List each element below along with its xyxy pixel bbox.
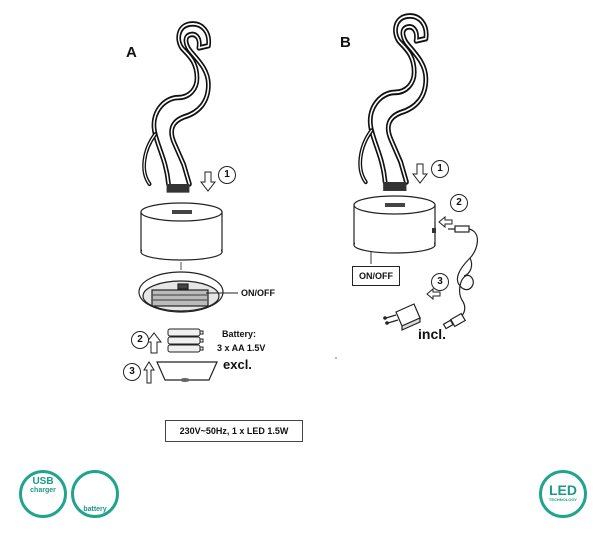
incl-label: incl. bbox=[418, 326, 447, 342]
up-arrow-icon bbox=[145, 332, 163, 354]
up-arrow-icon bbox=[143, 361, 155, 384]
charger-text: charger bbox=[30, 487, 56, 494]
step-2-b: 2 bbox=[450, 194, 468, 212]
plug-adapter-icon bbox=[383, 303, 421, 331]
usb-text: USB bbox=[32, 476, 54, 487]
panel-b-label: B bbox=[340, 34, 351, 51]
left-arrow-icon bbox=[438, 215, 453, 229]
step-3-b: 3 bbox=[431, 273, 449, 291]
led-technology-text: TECHNOLOGY bbox=[548, 497, 578, 502]
battery-compartment bbox=[138, 271, 224, 313]
battery-icon bbox=[167, 328, 204, 353]
battery-cover bbox=[156, 361, 218, 382]
on-off-label-a: ON/OFF bbox=[241, 288, 275, 298]
usb-charger-badge: USB charger bbox=[19, 470, 67, 518]
battery-text: battery bbox=[83, 506, 107, 513]
flamingo-neon-icon bbox=[360, 16, 426, 191]
battery-title: Battery: bbox=[222, 329, 257, 339]
step-3-a: 3 bbox=[123, 363, 141, 381]
base-top-cylinder bbox=[140, 202, 223, 261]
led-badge: LED TECHNOLOGY bbox=[539, 470, 587, 518]
down-arrow-icon bbox=[411, 163, 429, 184]
battery-badge: battery bbox=[71, 470, 119, 518]
step-1-a: 1 bbox=[218, 166, 236, 184]
left-arrow-icon bbox=[426, 287, 441, 301]
base-cylinder bbox=[353, 195, 436, 254]
flamingo-neon-icon bbox=[144, 24, 209, 193]
usb-cable-icon bbox=[442, 225, 478, 330]
on-off-label-b: ON/OFF bbox=[352, 266, 400, 286]
panel-a-label: A bbox=[126, 44, 137, 61]
step-2-a: 2 bbox=[131, 331, 149, 349]
power-spec: 230V~50Hz, 1 x LED 1.5W bbox=[165, 420, 303, 442]
down-arrow-icon bbox=[199, 171, 217, 192]
step-1-b: 1 bbox=[431, 160, 449, 178]
led-text: LED bbox=[549, 482, 577, 498]
battery-spec: 3 x AA 1.5V bbox=[217, 343, 266, 353]
excl-label: excl. bbox=[223, 357, 252, 372]
